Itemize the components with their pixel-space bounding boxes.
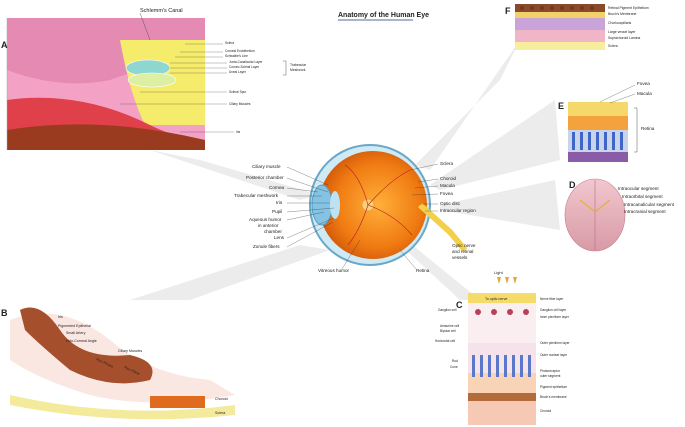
- panel-c-right-pigment-epithelium: Pigment epithelium: [540, 385, 567, 389]
- panel-f-retinal-pigment: Retinal Pigment Epithelium: [608, 6, 649, 10]
- panel-f-bruchs: Bruch's Membrane: [608, 12, 636, 16]
- eye-label-macula: Macula: [440, 183, 455, 188]
- panel-c-light: Light: [494, 270, 504, 275]
- panel-c-to-optic-nerve: To optic nerve: [485, 297, 507, 301]
- eye-left-labels: Ciliary muscle Posterior chamber Cornea …: [234, 164, 335, 249]
- panel-a-label-schwalbes-line: Schwalbe's Line: [225, 54, 248, 58]
- panel-f-sclera: Sclera: [608, 44, 618, 48]
- eye-label-lens: Lens: [274, 235, 285, 240]
- panel-c-left-amacrine: Amacrine cell: [440, 324, 459, 328]
- panel-e: E Fovea Macula Retina: [558, 81, 655, 162]
- eye-label-choroid: Choroid: [440, 176, 457, 181]
- panel-b-label-irido-corneal: Irido-Corneal Angle: [66, 339, 97, 343]
- panel-c: C Light To optic nerve Ganglion cell Ama…: [435, 270, 571, 425]
- eye-label-aqueous-humor: Aqueous humor: [249, 217, 282, 222]
- eye-cross-section: [309, 144, 468, 266]
- panel-c-left-bipolar: Bipolar cell: [440, 329, 456, 333]
- panel-label-f: F: [505, 6, 511, 16]
- eye-label-retina: Retina: [416, 268, 430, 273]
- panel-c-right-photoreceptor: Photoreceptor: [540, 369, 561, 373]
- panel-c-right-inner-plexiform: Inner plexiform layer: [540, 315, 570, 319]
- panel-b-label-iris: Iris: [58, 315, 63, 319]
- eye-label-trabecular-meshwork: Trabecular meshwork: [234, 193, 279, 198]
- panel-a-label-trabecular: Trabecular: [290, 63, 307, 67]
- panel-e-retina: Retina: [641, 126, 655, 131]
- panel-b-label-small-artery: Small Artery: [66, 331, 86, 335]
- panel-a-label-uveal: Uveal Layer: [229, 70, 247, 74]
- eye-label-in-anterior: in anterior: [258, 223, 279, 228]
- eye-right-labels: Sclera Choroid Macula Fovea Optic disc I…: [409, 161, 476, 260]
- eye-label-iris: Iris: [276, 200, 283, 205]
- panel-d-intracanalicular: Intracanalicular segment: [624, 202, 675, 207]
- panel-a-label-corneal-endothelium: Corneal Endothelium: [225, 49, 255, 53]
- eye-label-optic-nerve: Optic nerve: [452, 243, 476, 248]
- schlemms-canal-label: Schlemm's Canal: [140, 8, 183, 14]
- panel-f-choriocapillaris: Choriocapillaris: [608, 21, 631, 25]
- eye-label-optic-disc: Optic disc: [440, 201, 461, 206]
- panel-b-label-ciliary-muscles: Ciliary Muscles: [118, 349, 142, 353]
- panel-b: B Iris Pigmented Epithelial Small Artery…: [1, 307, 235, 420]
- panel-a-label-sclera: Sclera: [225, 41, 234, 45]
- eye-label-chamber: chamber: [264, 229, 282, 234]
- eye-label-cornea: Cornea: [269, 185, 285, 190]
- panel-f: F Retinal Pigment Epithelium Bruch's Mem…: [505, 4, 649, 50]
- panel-label-b: B: [1, 308, 8, 318]
- panel-a-label-corneo-scleral: Corneo-Scleral Layer: [229, 65, 260, 69]
- panel-label-d: D: [569, 180, 576, 190]
- panel-label-e: E: [558, 101, 564, 111]
- panel-c-right-bruchs: Bruch's membrane: [540, 395, 567, 399]
- eye-label-pupil: Pupil: [272, 209, 282, 214]
- panel-f-suprachoroid: Suprachoroid Lamina: [608, 36, 640, 40]
- page-title: Anatomy of the Human Eye: [338, 12, 429, 19]
- eye-label-posterior-chamber: Posterior chamber: [246, 175, 284, 180]
- panel-a-label-ciliary-muscles: Ciliary Muscles: [229, 102, 251, 106]
- eye-label-vitreous-humor: Vitreous humor: [318, 268, 350, 273]
- panel-c-right-nerve-fiber: Nerve fiber layer: [540, 297, 564, 301]
- eye-label-fovea: Fovea: [440, 191, 453, 196]
- eye-label-ciliary-muscle: Ciliary muscle: [252, 164, 281, 169]
- panel-e-fovea: Fovea: [637, 81, 650, 86]
- eye-label-vessels: vessels: [452, 255, 468, 260]
- panel-e-macula: Macula: [637, 91, 652, 96]
- panel-a-label-iris: Iris: [236, 130, 241, 134]
- panel-d-intracranial: Intracranial segment: [624, 209, 666, 214]
- panel-d-intraocular: Intraocular segment: [618, 186, 659, 191]
- panel-b-label-sclera: Sclera: [215, 411, 225, 415]
- eye-label-intraocular-region: Intraocular region: [440, 208, 476, 213]
- panel-a: A Schlemm's Canal Sclera Corneal Endothe…: [1, 8, 307, 150]
- panel-c-left-rod: Rod: [452, 359, 458, 363]
- panel-d: D Intraocular segment Intraorbital segme…: [564, 178, 675, 252]
- panel-b-label-pigmented-epithelial: Pigmented Epithelial: [58, 324, 91, 328]
- eye-label-and-retinal: and retinal: [452, 249, 473, 254]
- panel-c-left-ganglion: Ganglion cell: [438, 308, 457, 312]
- panel-c-left-horizontal: Horizontal cell: [435, 339, 455, 343]
- panel-c-right-outer-nuclear: Outer nuclear layer: [540, 353, 568, 357]
- panel-b-label-pars-plicata: Pars Plicata: [96, 357, 114, 368]
- panel-c-right-outer-segment: outer segment: [540, 374, 560, 378]
- panel-c-right-ganglion-layer: Ganglion cell layer: [540, 308, 567, 312]
- eye-label-zonule-fibers: Zonule fibers: [253, 244, 280, 249]
- panel-label-a: A: [1, 40, 8, 50]
- panel-c-right-choroid: Choroid: [540, 409, 551, 413]
- panel-a-label-scleral-spur: Scleral Spur: [229, 90, 247, 94]
- panel-b-label-choroid: Choroid: [215, 397, 228, 401]
- panel-c-right-outer-plexiform: Outer plexiform layer: [540, 341, 571, 345]
- panel-c-left-cone: Cone: [450, 365, 458, 369]
- panel-f-large-vessel: Large vessel layer: [608, 30, 636, 34]
- panel-a-label-meshwork: Meshwork: [290, 68, 306, 72]
- panel-d-intraorbital: Intraorbital segment: [622, 194, 663, 199]
- panel-b-label-pars-plana: Pars Plana: [124, 365, 141, 376]
- eye-label-sclera: Sclera: [440, 161, 453, 166]
- connector-fans: [130, 40, 560, 300]
- panel-a-label-juxta-canalicular: Juxta-Canalicular Layer: [229, 60, 263, 64]
- panel-label-c: C: [456, 300, 463, 310]
